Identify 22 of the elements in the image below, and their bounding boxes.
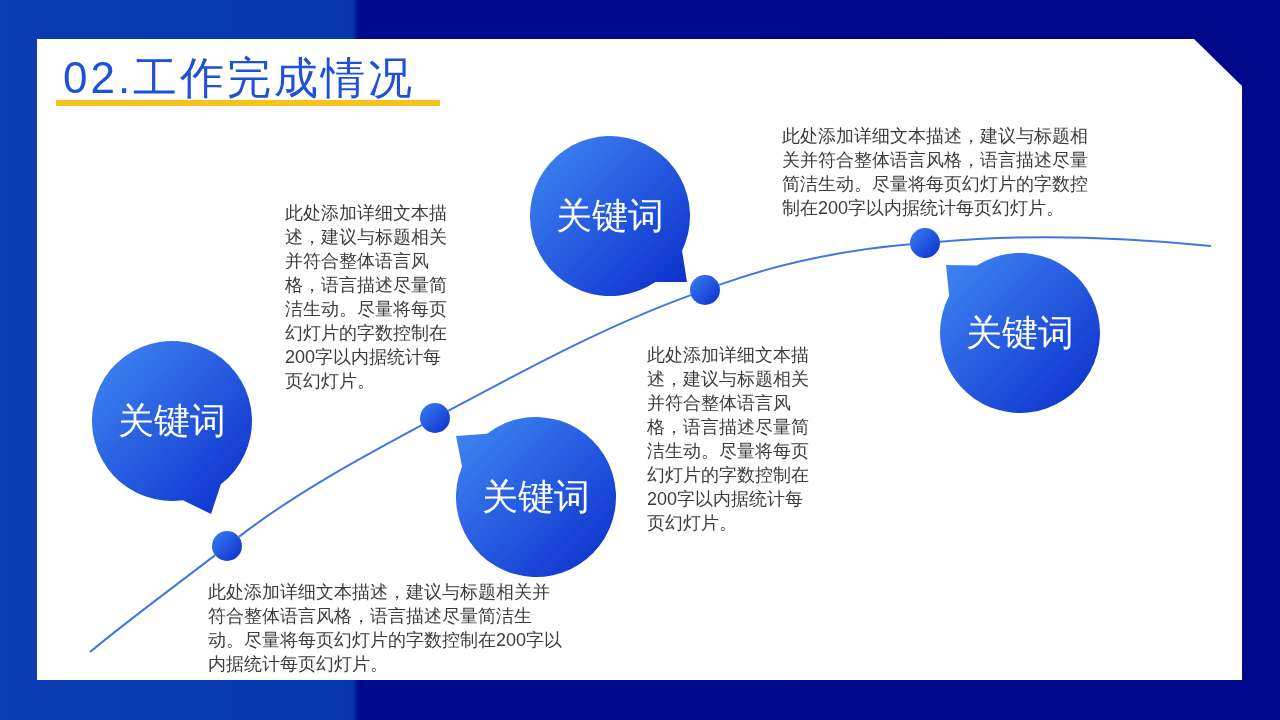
bubble-label: 关键词 (118, 401, 226, 441)
timeline-dot (910, 228, 940, 258)
description-text: 此处添加详细文本描述，建议与标题相关并符合整体语言风格，语言描述尽量简洁生动。尽量将每页幻灯片的字数控制在200字以内据统计每页幻灯片。 (782, 125, 1089, 220)
timeline-curve (718, 243, 912, 286)
description-text: 此处添加详细文本描述，建议与标题相关并符合整体语言风格，语言描述尽量简洁生动。尽量将每页幻灯片的字数控制在200字以内据统计每页幻灯片。 (647, 344, 810, 535)
timeline-curve (938, 236, 1212, 247)
timeline-curve (89, 554, 217, 653)
speech-bubble (530, 136, 690, 296)
bubble-label: 关键词 (556, 196, 664, 236)
timeline-dot (212, 531, 242, 561)
speech-bubble (92, 341, 252, 514)
bubble-label: 关键词 (482, 477, 590, 517)
timeline-dot (420, 403, 450, 433)
slide-title: 02.工作完成情况 (63, 57, 416, 99)
description-text: 此处添加详细文本描述，建议与标题相关并符合整体语言风格，语言描述尽量简洁生动。尽量将每页幻灯片的字数控制在200字以内据统计每页幻灯片。 (208, 581, 564, 676)
bubble-label: 关键词 (966, 313, 1074, 353)
timeline-curve (237, 424, 423, 538)
description-text: 此处添加详细文本描述，建议与标题相关并符合整体语言风格，语言描述尽量简洁生动。尽量将每页幻灯片的字数控制在200字以内据统计每页幻灯片。 (285, 202, 448, 393)
timeline-curve (447, 294, 692, 412)
timeline-dot (690, 275, 720, 305)
speech-bubble (456, 417, 616, 577)
speech-bubble (940, 253, 1100, 413)
